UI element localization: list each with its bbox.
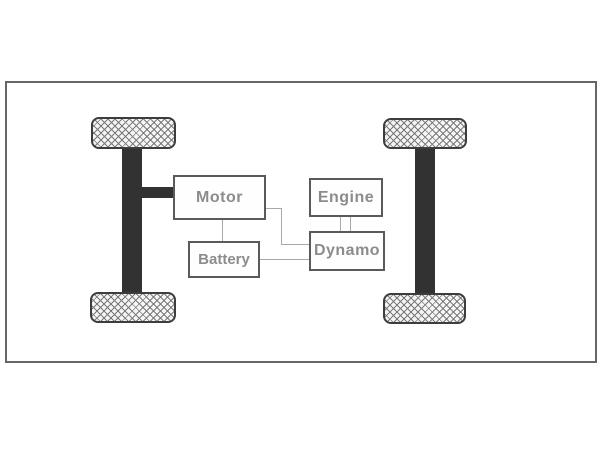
right-axle [415,146,435,295]
left-axle [122,146,142,295]
connector-battery-dynamo [260,259,309,260]
engine-label: Engine [317,188,375,206]
connector-engine-dynamo-left [340,217,341,231]
engine-box: Engine [309,178,383,217]
wheel-top-right [383,118,467,149]
connector-motor-battery [222,220,223,241]
connector-motor-dynamo-segment-3 [281,244,309,245]
wheel-top-left [91,117,176,149]
connector-motor-dynamo-segment-1 [266,208,282,209]
battery-label: Battery [198,251,250,268]
connector-engine-dynamo-right [350,217,351,231]
dynamo-label: Dynamo [313,242,381,259]
connector-motor-dynamo-segment-2 [281,208,282,245]
dynamo-box: Dynamo [309,231,385,271]
motor-driveshaft [138,187,175,198]
wheel-bottom-right [383,293,466,324]
motor-label: Motor [196,188,243,206]
motor-box: Motor [173,175,266,220]
wheel-bottom-left [90,292,176,323]
battery-box: Battery [188,241,260,278]
